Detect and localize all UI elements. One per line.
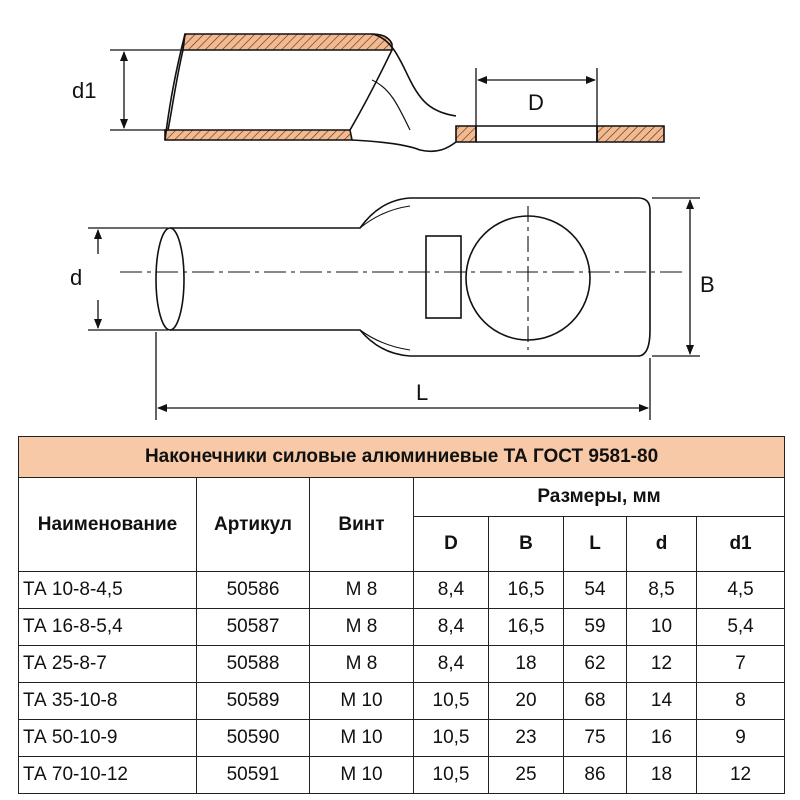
cell-D: 10,5 [413, 682, 489, 720]
cell-B: 23 [488, 719, 564, 757]
cell-name: ТА 10-8-4,5 [18, 571, 197, 609]
lug-outline [170, 197, 651, 357]
table-title: Наконечники силовые алюминиевые ТА ГОСТ … [17, 436, 786, 478]
cell-d1: 5,4 [695, 608, 786, 646]
cell-article: 50588 [196, 645, 310, 683]
cell-d1: 12 [695, 756, 786, 794]
cell-d: 12 [626, 645, 697, 683]
col-d-header: d [626, 516, 697, 572]
cell-article: 50590 [196, 719, 310, 757]
d-label: d [70, 265, 82, 290]
cell-D: 10,5 [413, 756, 489, 794]
d1-dimension [110, 49, 183, 131]
table-row: ТА 25-8-7 50588 М 8 8,4 18 62 12 7 [18, 645, 786, 683]
col-d1-header: d1 [695, 516, 786, 572]
cell-screw: М 10 [309, 682, 414, 720]
B-label: B [700, 272, 715, 297]
cell-L: 59 [563, 608, 627, 646]
cell-d: 18 [626, 756, 697, 794]
cell-d: 16 [626, 719, 697, 757]
table-row: ТА 70-10-12 50591 М 10 10,5 25 86 18 12 [18, 756, 786, 794]
cell-name: ТА 70-10-12 [18, 756, 197, 794]
cell-L: 54 [563, 571, 627, 609]
cell-d1: 8 [695, 682, 786, 720]
table-row: ТА 35-10-8 50589 М 10 10,5 20 68 14 8 [18, 682, 786, 720]
tube-top-wall [182, 33, 393, 51]
B-dimension [652, 197, 700, 357]
L-label: L [416, 380, 428, 405]
cell-name: ТА 50-10-9 [18, 719, 197, 757]
col-article-header: Артикул [196, 477, 310, 572]
palm-section-right [596, 125, 665, 143]
cell-name: ТА 25-8-7 [18, 645, 197, 683]
cell-screw: М 8 [309, 645, 414, 683]
cell-d: 8,5 [626, 571, 697, 609]
cell-name: ТА 35-10-8 [18, 682, 197, 720]
cell-d1: 7 [695, 645, 786, 683]
table-row: ТА 16-8-5,4 50587 М 8 8,4 16,5 59 10 5,4 [18, 608, 786, 646]
cell-L: 68 [563, 682, 627, 720]
cell-L: 75 [563, 719, 627, 757]
technical-drawing: d1 D d B L [70, 33, 715, 420]
col-B-header: B [488, 516, 564, 572]
cell-d1: 9 [695, 719, 786, 757]
cell-D: 8,4 [413, 608, 489, 646]
table-row: ТА 10-8-4,5 50586 М 8 8,4 16,5 54 8,5 4,… [18, 571, 786, 609]
col-L-header: L [563, 516, 627, 572]
cell-name: ТА 16-8-5,4 [18, 608, 197, 646]
cell-D: 8,4 [413, 571, 489, 609]
top-view [120, 197, 682, 357]
spec-table: Наконечники силовые алюминиевые ТА ГОСТ … [17, 436, 786, 794]
cell-d1: 4,5 [695, 571, 786, 609]
D-label: D [528, 90, 544, 115]
palm-section-left [455, 125, 477, 143]
L-dimension [155, 332, 651, 420]
cell-screw: М 10 [309, 756, 414, 794]
col-D-header: D [413, 516, 489, 572]
cell-B: 16,5 [488, 608, 564, 646]
cell-article: 50587 [196, 608, 310, 646]
cell-d: 14 [626, 682, 697, 720]
col-screw-header: Винт [309, 477, 414, 572]
side-view [164, 33, 665, 153]
cell-screw: М 8 [309, 571, 414, 609]
D-dimension [475, 68, 598, 126]
col-sizes-header: Размеры, мм [412, 477, 786, 517]
table-row: ТА 50-10-9 50590 М 10 10,5 23 75 16 9 [18, 719, 786, 757]
cell-D: 8,4 [413, 645, 489, 683]
cell-d: 10 [626, 608, 697, 646]
cell-article: 50589 [196, 682, 310, 720]
col-name-header: Наименование [18, 477, 197, 572]
d1-label: d1 [72, 78, 96, 103]
tube-bottom-wall [164, 129, 353, 141]
cell-B: 18 [488, 645, 564, 683]
cell-article: 50591 [196, 756, 310, 794]
cell-screw: М 10 [309, 719, 414, 757]
d-dimension [88, 227, 168, 331]
cell-screw: М 8 [309, 608, 414, 646]
cell-D: 10,5 [413, 719, 489, 757]
crimp-zone [425, 235, 462, 319]
cell-article: 50586 [196, 571, 310, 609]
cell-L: 62 [563, 645, 627, 683]
cell-B: 25 [488, 756, 564, 794]
cell-B: 20 [488, 682, 564, 720]
cell-B: 16,5 [488, 571, 564, 609]
cell-L: 86 [563, 756, 627, 794]
barrel-end [155, 227, 185, 331]
